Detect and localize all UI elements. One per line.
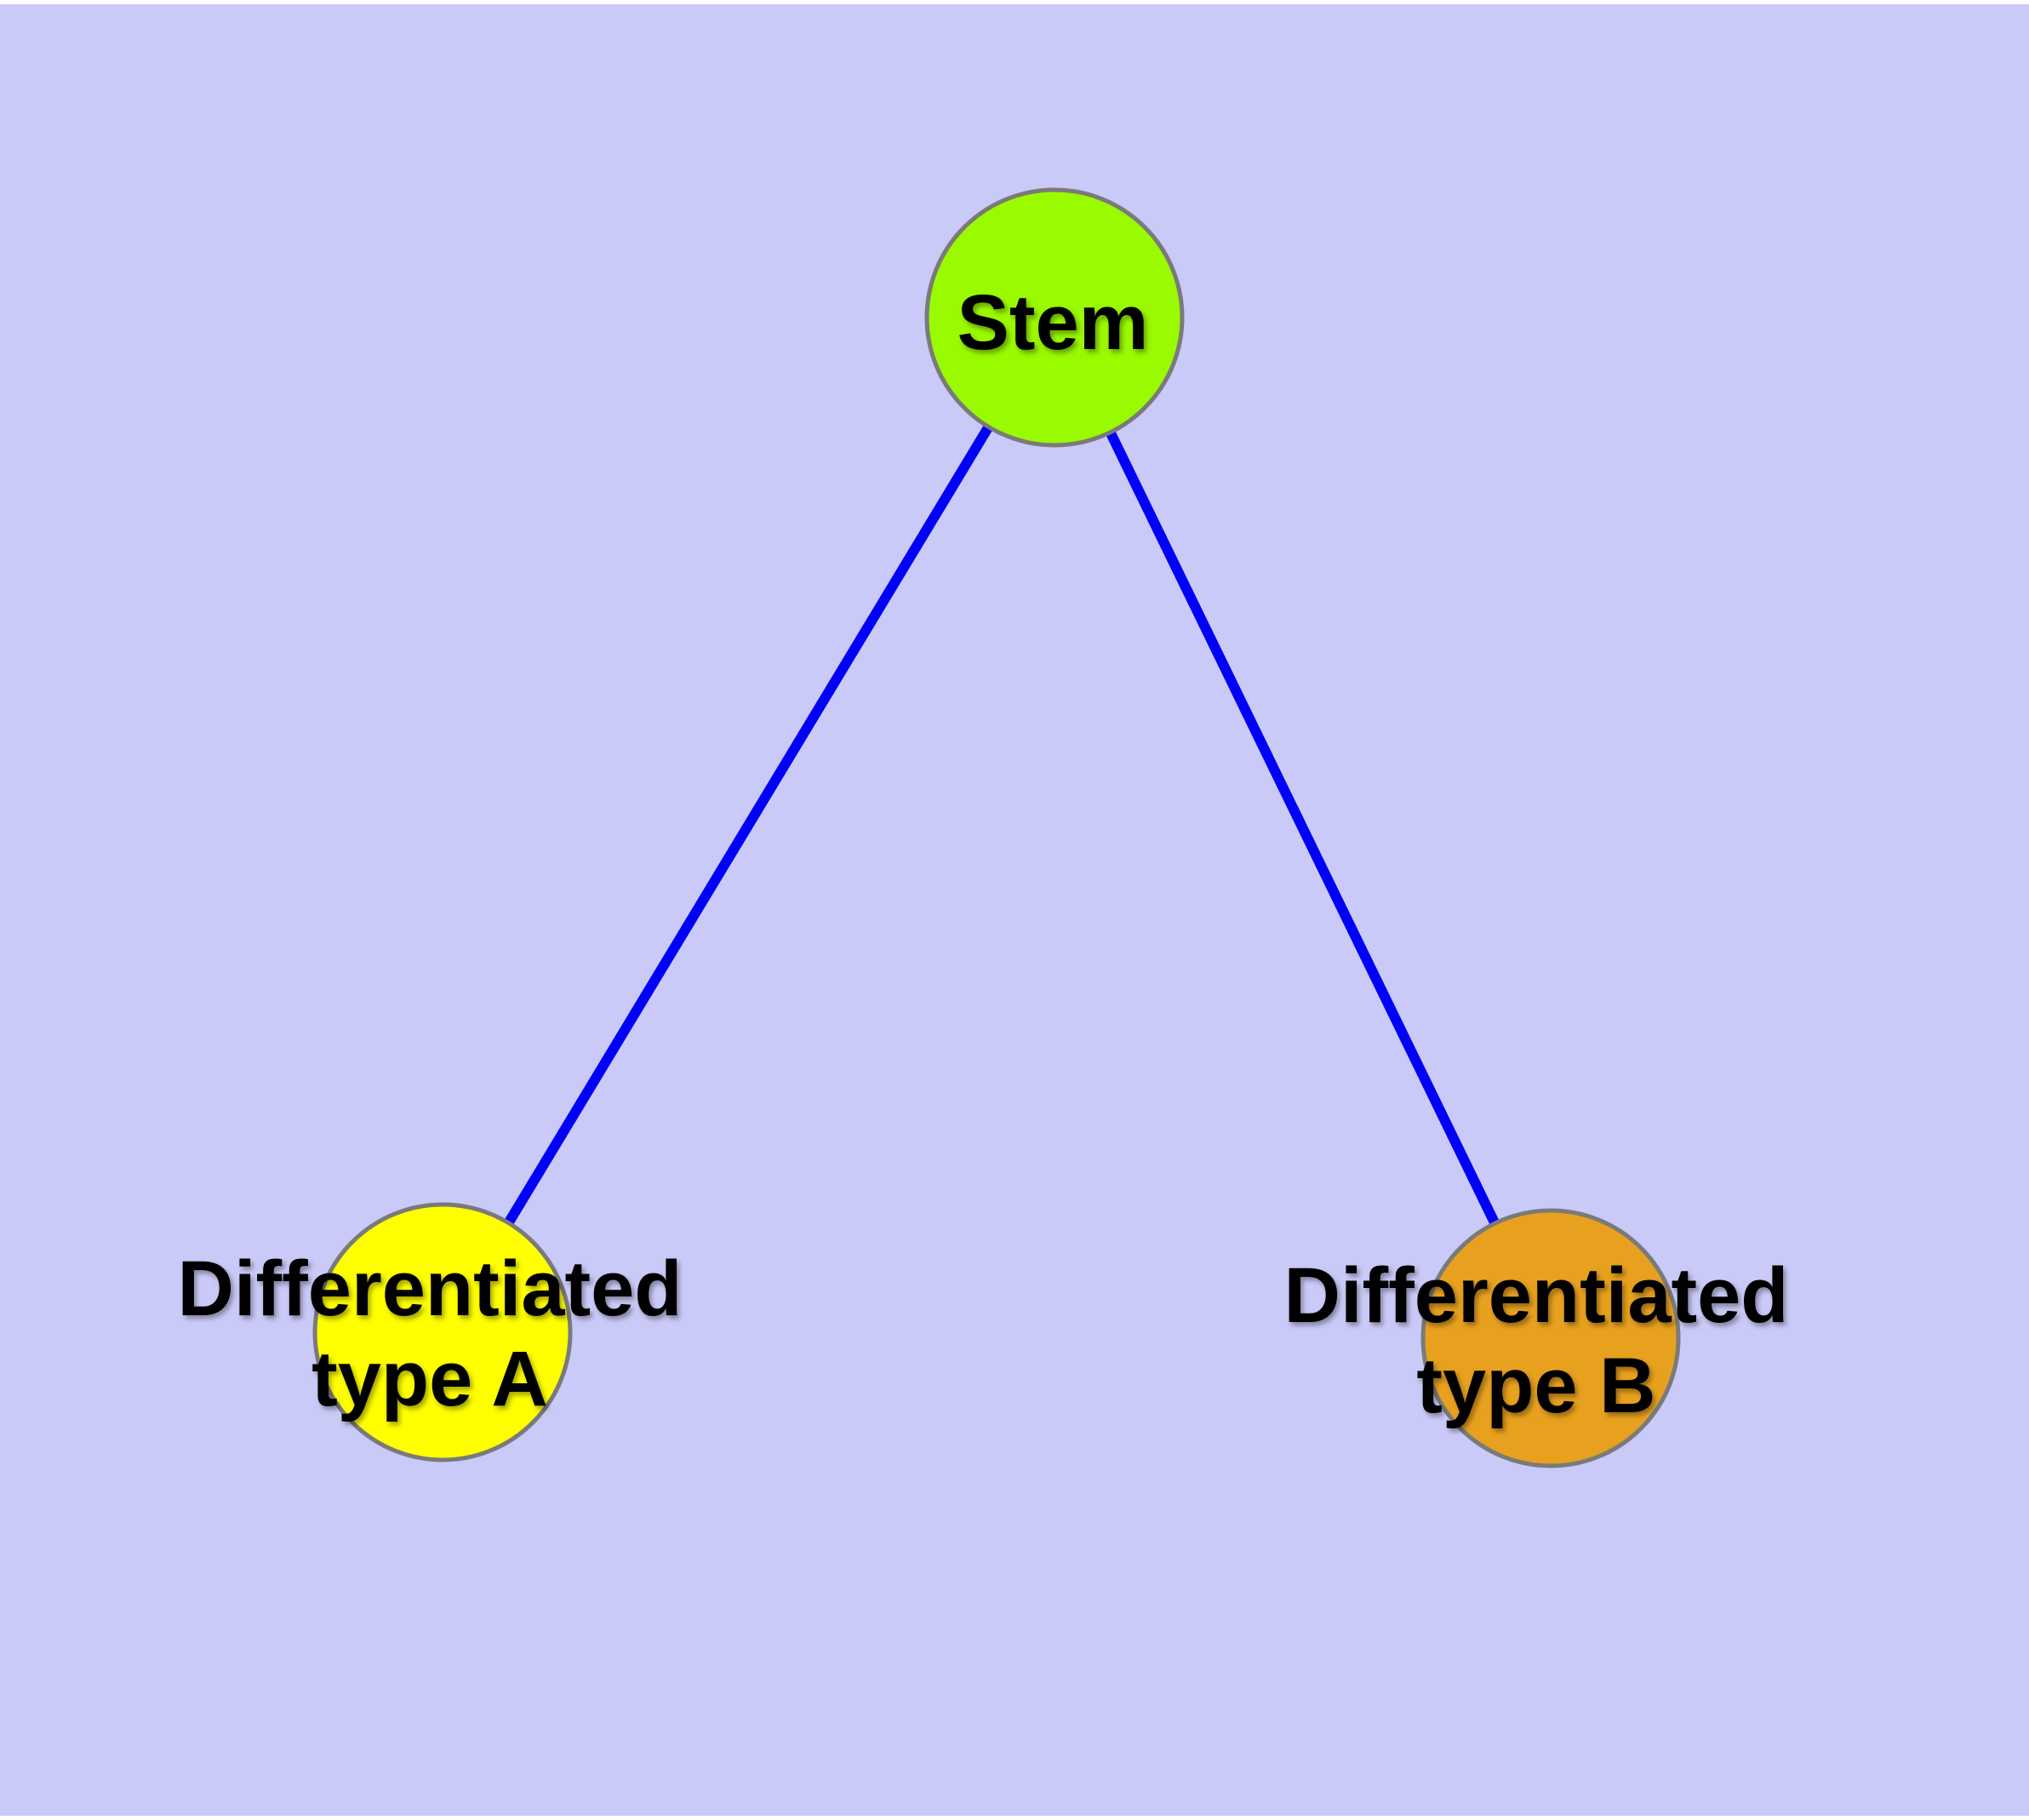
type-a-label-line1: Differentiated [178,1245,683,1332]
edge-stem-to-type-b [1049,312,1556,1343]
type-b-node [1420,1208,1681,1468]
type-a-node [312,1202,573,1462]
type-a-label-line2: type A [311,1336,548,1422]
type-b-label-line2: type B [1416,1342,1655,1429]
stem-node [924,187,1185,448]
type-b-label-line1: Differentiated [1284,1252,1789,1339]
edge-stem-to-type-a [437,312,1060,1337]
stem-node-label: Stem [957,279,1149,366]
